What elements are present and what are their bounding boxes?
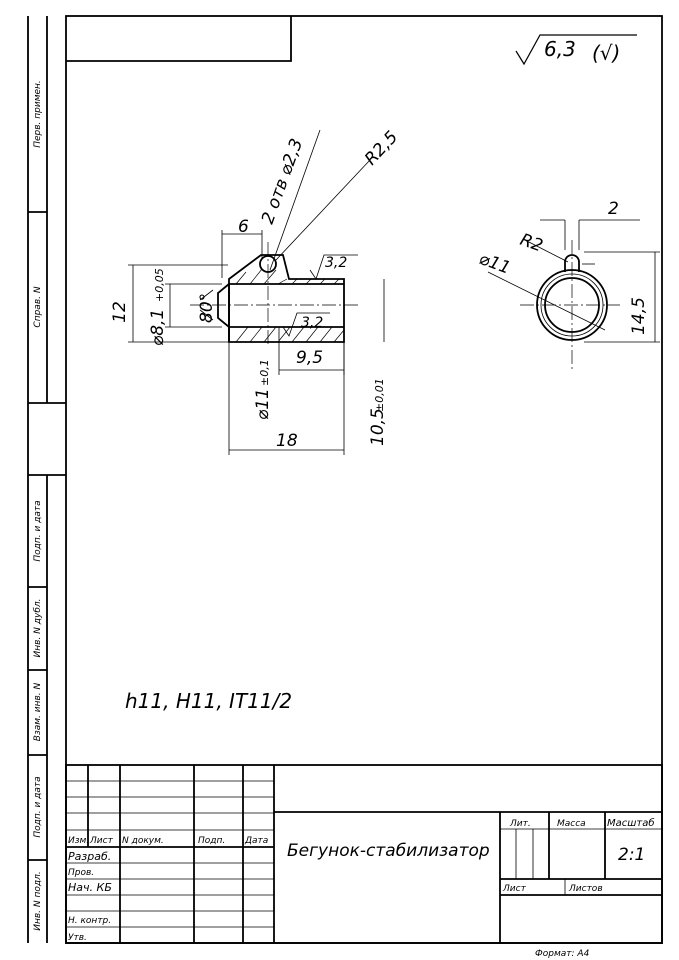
lit-label: Лит. [509, 819, 531, 829]
svg-text:Нач. КБ: Нач. КБ [68, 881, 112, 894]
scale-label: Масштаб [607, 817, 655, 829]
dim-r-d11: ⌀11 [476, 249, 513, 279]
scale-value: 2:1 [618, 845, 645, 865]
title-block [65, 764, 663, 944]
left-strip: Перв. примен. Справ. N Подп. и дата Инв.… [27, 16, 66, 943]
tolerance-note: h11, H11, IT11/2 [125, 689, 292, 713]
dim-12: 12 [110, 301, 130, 323]
svg-text:6,3: 6,3 [544, 37, 576, 61]
dim-d81: ⌀8,1 [148, 309, 168, 346]
dim-6: 6 [238, 217, 249, 237]
dim-10-5: 10,5 [368, 408, 388, 446]
title-block-row-labels: Разраб. Пров. Нач. КБ Н. контр. Утв. [68, 850, 112, 943]
side-label-1: Перв. примен. [33, 80, 43, 148]
svg-text:Подп.: Подп. [198, 836, 225, 846]
svg-text:Пров.: Пров. [68, 868, 94, 878]
side-label-6: Подп. и дата [33, 776, 43, 837]
svg-text:Дата: Дата [244, 836, 268, 846]
dim-10-5-tol: ±0,01 [373, 378, 386, 412]
dim-d11-tol: ±0,1 [258, 359, 271, 386]
svg-text:Разраб.: Разраб. [68, 850, 111, 863]
dim-18: 18 [276, 431, 298, 451]
side-label-7: Инв. N подл. [33, 871, 43, 930]
top-left-stamp [66, 16, 292, 62]
dim-9-5: 9,5 [296, 348, 323, 368]
format-label: Формат: А4 [535, 949, 590, 959]
part-name: Бегунок-стабилизатор [287, 841, 490, 861]
svg-text:Утв.: Утв. [68, 933, 87, 943]
dim-d81-tol: +0,05 [153, 268, 166, 302]
svg-text:(√): (√) [592, 41, 620, 65]
dim-r-14-5: 14,5 [629, 297, 649, 335]
svg-text:Н. контр.: Н. контр. [68, 916, 111, 926]
svg-text:N докум.: N докум. [122, 836, 164, 846]
title-block-col-headers: Изм. Лист N докум. Подп. Дата [68, 836, 268, 846]
sheet-label: Лист [502, 884, 527, 894]
rough-3-2-top: 3,2 [325, 255, 347, 271]
svg-text:Изм.: Изм. [68, 836, 89, 846]
dim-holes: 2 отв ⌀2,3 [258, 136, 307, 227]
sheets-label: Листов [568, 884, 603, 894]
rough-3-2-bottom: 3,2 [301, 315, 323, 331]
svg-text:Лист: Лист [89, 836, 114, 846]
massa-label: Масса [557, 819, 586, 829]
part-end-view [487, 219, 660, 372]
side-label-4: Инв. N дубл. [33, 599, 43, 658]
side-label-3: Подп. и дата [33, 500, 43, 561]
dim-r-R2: R2 [517, 230, 545, 257]
side-label-5: Взам. инв. N [33, 682, 43, 741]
dim-80deg: 80° [197, 293, 217, 323]
dim-r-2: 2 [608, 199, 619, 219]
dim-d11: ⌀11 [253, 388, 273, 420]
part-section-view [128, 129, 385, 455]
general-roughness-mark: 6,3 (√) [515, 34, 637, 66]
side-label-2: Справ. N [33, 286, 43, 327]
